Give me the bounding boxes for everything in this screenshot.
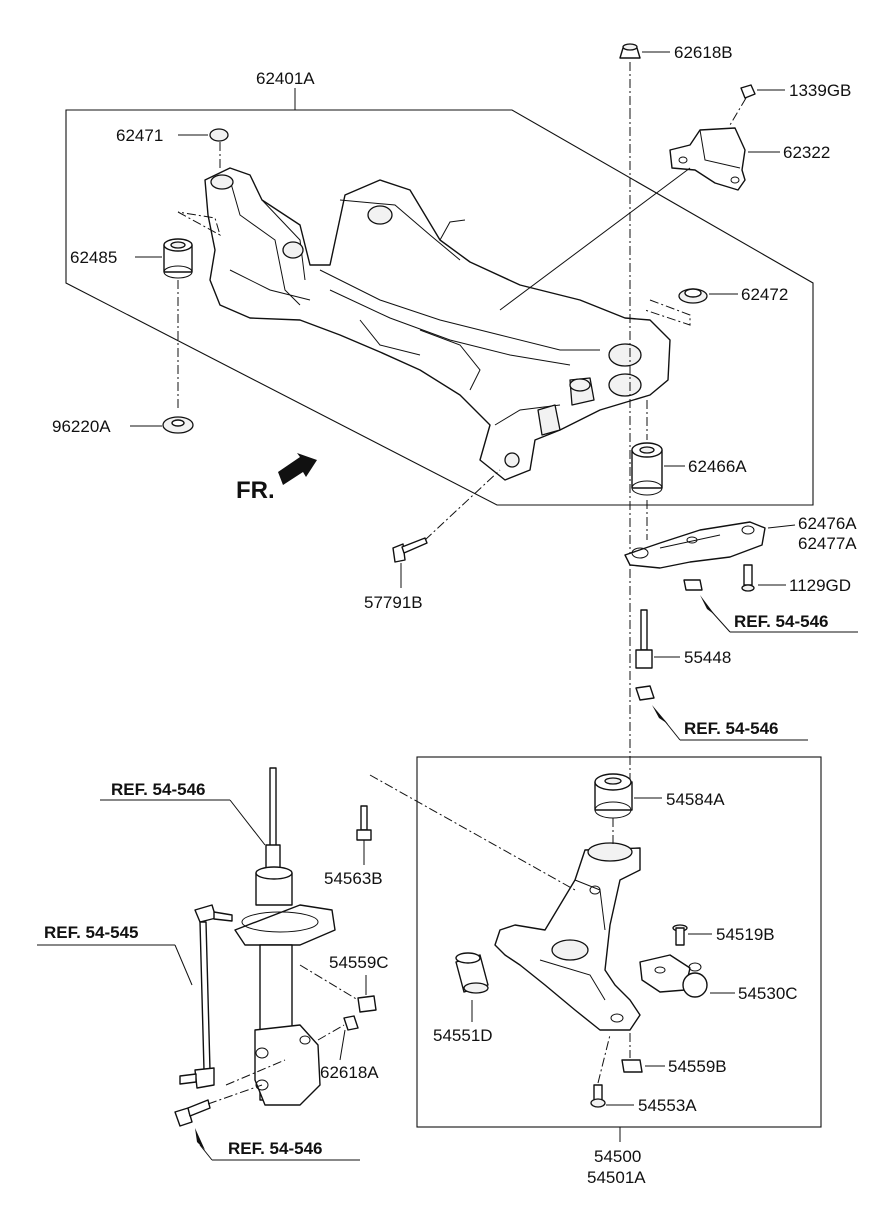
ref-label-4: REF. 54-545 [44, 923, 139, 942]
bolt-54563B [356, 805, 372, 841]
ref-label-3: REF. 54-546 [111, 780, 206, 799]
stay-plate-62476A [624, 521, 766, 569]
bushing-62466A [631, 442, 663, 496]
bolt-54553A [590, 1084, 606, 1108]
label-62476A: 62476A [798, 514, 857, 533]
nut-62618B [619, 43, 641, 59]
arrow-icon [700, 595, 715, 615]
bolt-1129GD [741, 564, 755, 592]
ref-label-2: REF. 54-546 [684, 719, 779, 738]
label-54551D: 54551D [433, 1026, 493, 1045]
nut-62618A [343, 1015, 359, 1031]
bushing-62485 [163, 238, 193, 279]
nut-55448 [635, 685, 655, 701]
front-marker: FR. [236, 477, 275, 504]
bracket-62322 [669, 127, 746, 191]
label-1129GD: 1129GD [789, 576, 851, 595]
label-62472: 62472 [741, 285, 788, 304]
label-54563B: 54563B [324, 869, 383, 888]
washer-62471 [209, 128, 229, 142]
arrow-icon [195, 1128, 205, 1150]
label-54553A: 54553A [638, 1096, 697, 1115]
label-54559B: 54559B [668, 1057, 727, 1076]
bolt-57791B [392, 537, 428, 563]
ref-label-5: REF. 54-546 [228, 1139, 323, 1158]
label-62485: 62485 [70, 248, 117, 267]
label-62466A: 62466A [688, 457, 747, 476]
label-96220A: 96220A [52, 417, 111, 436]
label-62322: 62322 [783, 143, 830, 162]
label-57791B: 57791B [364, 593, 423, 612]
ref-label-1: REF. 54-546 [734, 612, 829, 631]
nut-54559B [621, 1059, 643, 1073]
label-54584A: 54584A [666, 790, 725, 809]
nut-1339GB [740, 84, 756, 99]
label-54500: 54500 [594, 1147, 641, 1166]
label-54519B: 54519B [716, 925, 775, 944]
label-54501A: 54501A [587, 1168, 646, 1187]
label-54530C: 54530C [738, 984, 798, 1003]
lower-control-arm [494, 842, 641, 1031]
ball-joint-54530C [639, 954, 708, 998]
bolt-54519B [672, 924, 688, 946]
label-62477A: 62477A [798, 534, 857, 553]
lower-arm-group-outline [416, 756, 822, 1128]
front-arrow-icon [278, 453, 317, 485]
label-62618A: 62618A [320, 1063, 379, 1082]
label-1339GB: 1339GB [789, 81, 851, 100]
arrow-icon [652, 705, 668, 724]
label-62471: 62471 [116, 126, 163, 145]
label-54559C: 54559C [329, 953, 389, 972]
bolt-strut-lower [174, 1099, 211, 1127]
label-62618B: 62618B [674, 43, 733, 62]
subframe-crossmember [204, 167, 671, 481]
subframe-group-outline [65, 109, 814, 506]
strut-assembly [234, 767, 336, 1106]
bushing-54551D [455, 952, 489, 994]
label-62401A: 62401A [256, 69, 315, 88]
bushing-54584A [594, 773, 633, 819]
label-55448: 55448 [684, 648, 731, 667]
stud-55448 [635, 609, 653, 669]
nut-plate [683, 579, 703, 591]
nut-54559C [357, 995, 377, 1013]
stabilizer-link [179, 904, 233, 1089]
